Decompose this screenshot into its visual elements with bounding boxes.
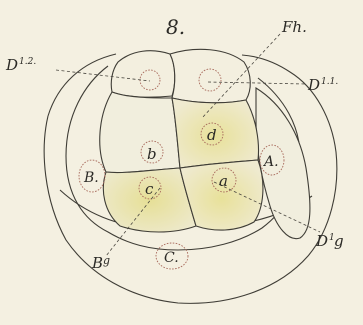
figure-number: 8. xyxy=(166,15,185,39)
cell-b xyxy=(100,92,180,173)
cell-d11 xyxy=(170,49,250,102)
label-d: d xyxy=(207,126,217,144)
label-d11-superscript: 1.1. xyxy=(321,77,338,87)
label-a-big: A. xyxy=(262,154,279,170)
label-b: b xyxy=(147,145,157,163)
label-d12-superscript: 1.2. xyxy=(19,57,36,67)
cell-d12 xyxy=(111,51,175,97)
label-bg-suffix: g xyxy=(103,254,110,267)
label-d11: D xyxy=(307,76,320,94)
label-bg: B xyxy=(91,254,103,272)
label-fh: Fh. xyxy=(281,18,307,36)
label-d1g: D xyxy=(315,232,328,250)
label-d12: D xyxy=(5,56,18,74)
label-d1g-suffix: g xyxy=(334,232,344,250)
label-a: a xyxy=(219,172,228,190)
label-b-big: B. xyxy=(83,170,99,186)
label-c-big: C. xyxy=(164,250,179,266)
label-c: c xyxy=(145,180,154,198)
